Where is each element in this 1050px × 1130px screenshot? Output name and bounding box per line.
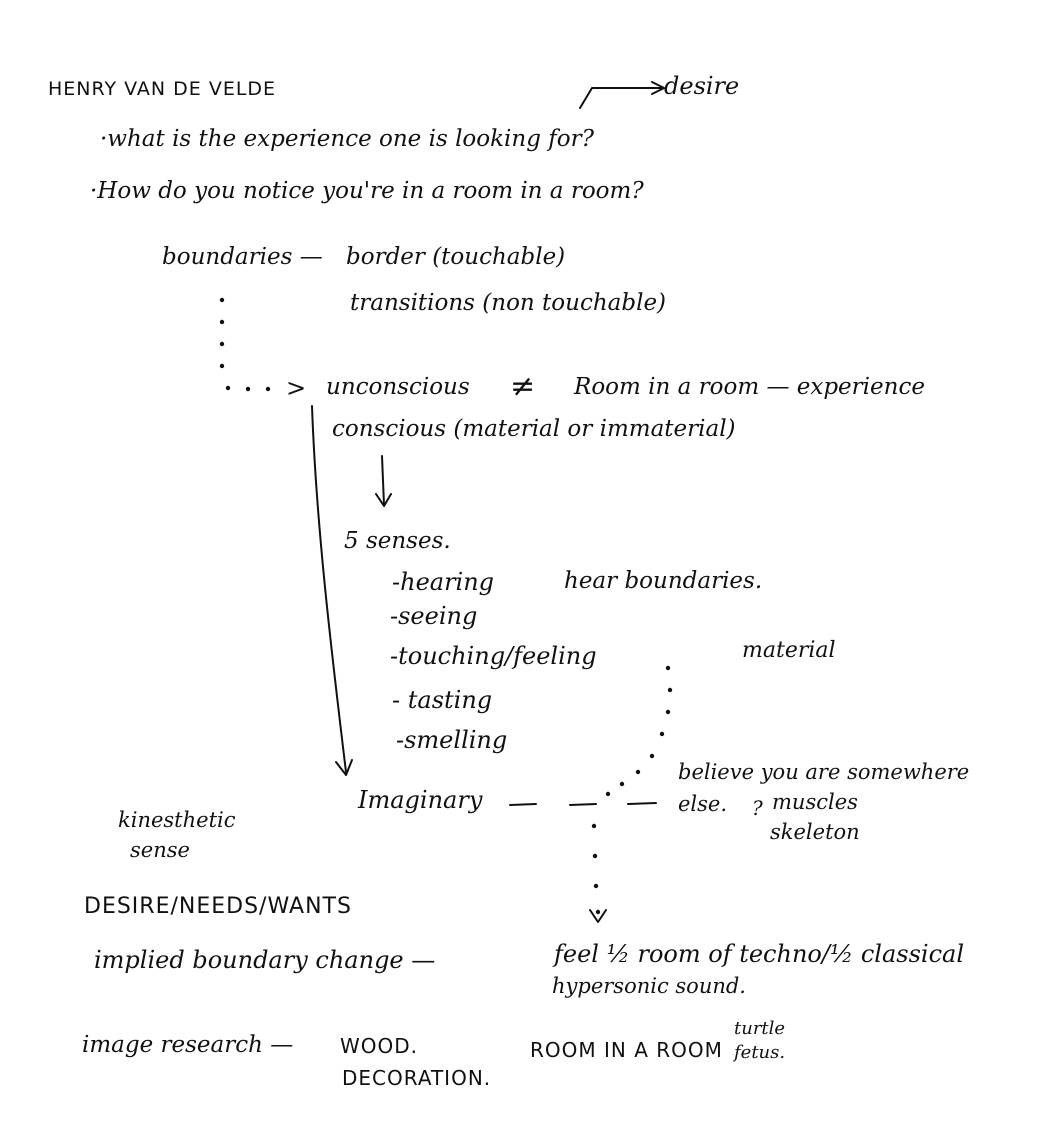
believe-text: believe you are somewhere	[678, 760, 970, 784]
decoration-text: DECORATION.	[342, 1066, 492, 1090]
material-note: material	[742, 638, 836, 663]
imaginary-down-arrowhead	[589, 909, 607, 923]
implied-boundary-change: implied boundary change —	[94, 946, 436, 974]
imaginary-down-dotted-line	[591, 823, 601, 915]
sense-tasting: - tasting	[392, 686, 493, 714]
imaginary-dashed-line	[509, 802, 657, 806]
muscles-text: muscles	[772, 790, 858, 814]
question-mark: ?	[752, 796, 763, 820]
desire-note: desire	[664, 72, 740, 100]
not-equal-sign: ≠	[510, 369, 536, 404]
boundaries-label: boundaries —	[162, 244, 323, 270]
sense-smelling: -smelling	[396, 726, 508, 754]
transitions-text: transitions (non touchable)	[350, 290, 667, 316]
fetus-text: fetus.	[734, 1042, 786, 1063]
unconscious-text: unconscious	[326, 374, 470, 400]
imaginary-text: Imaginary	[358, 786, 483, 814]
boundaries-dotted-line	[219, 297, 271, 392]
sense-seeing: -seeing	[390, 602, 478, 630]
image-research: image research —	[82, 1032, 294, 1058]
kinesthetic-line-1: kinesthetic	[118, 808, 236, 832]
skeleton-text: skeleton	[770, 820, 860, 844]
unconscious-to-imaginary-arrowhead	[335, 759, 353, 776]
unconscious-to-imaginary-line	[311, 405, 347, 773]
desire-arrow-head	[651, 81, 665, 95]
room-experience-text: Room in a room — experience	[574, 374, 925, 400]
hear-boundaries: hear boundaries.	[564, 568, 763, 594]
sense-hearing: -hearing	[392, 568, 495, 596]
conscious-to-senses-arrowhead	[375, 493, 392, 507]
kinesthetic-line-2: sense	[130, 838, 190, 862]
sense-touching-feeling: -touching/feeling	[390, 642, 597, 670]
senses-heading: 5 senses.	[344, 528, 451, 554]
room-in-a-room-caps: ROOM IN A ROOM	[530, 1038, 723, 1062]
wood-text: WOOD.	[340, 1034, 419, 1058]
question-one: ·what is the experience one is looking f…	[100, 126, 594, 152]
desire-needs-wants: DESIRE/NEEDS/WANTS	[84, 894, 352, 919]
turtle-text: turtle	[734, 1018, 786, 1039]
material-dotted-line	[605, 665, 673, 797]
conscious-text: conscious (material or immaterial)	[332, 416, 736, 442]
question-two: ·How do you notice you're in a room in a…	[90, 178, 644, 204]
border-text: border (touchable)	[346, 244, 566, 270]
arrow-symbol: >	[286, 374, 307, 402]
desire-arrow	[579, 87, 663, 109]
conscious-to-senses-arrow	[381, 455, 385, 506]
else-text: else.	[678, 792, 728, 816]
hypersonic-text: hypersonic sound.	[552, 974, 746, 998]
page-title: HENRY VAN DE VELDE	[48, 78, 277, 100]
feel-room-text: feel ½ room of techno/½ classical	[554, 940, 964, 968]
